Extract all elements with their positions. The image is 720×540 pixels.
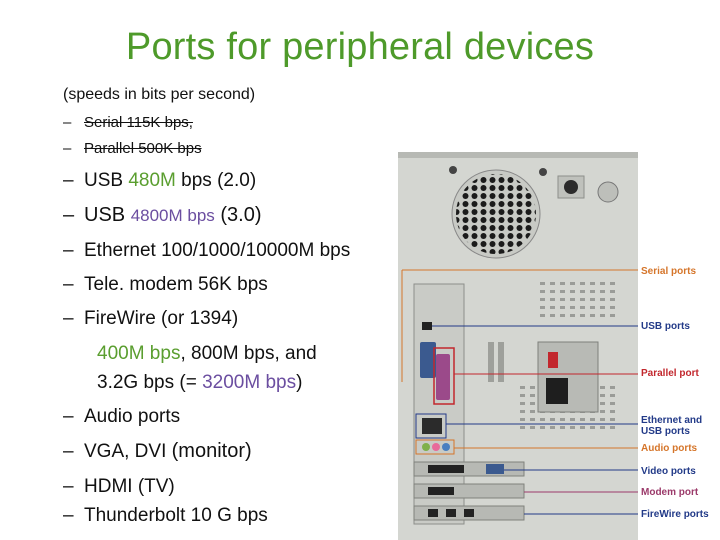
speed-units-note: (speeds in bits per second) [63, 86, 256, 103]
bullet-dash: – [63, 505, 74, 526]
bullet-dash: – [63, 240, 74, 261]
bullet-usb3: –USB 4800M bps (3.0) [63, 204, 262, 226]
bullet-dash: – [63, 114, 72, 131]
bullet-usb2: –USB 480M bps (2.0) [63, 170, 257, 191]
callout-ethernet-line2: USB ports [641, 426, 690, 437]
bullet-modem: –Tele. modem 56K bps [63, 274, 268, 295]
bullet-dash: – [63, 441, 74, 462]
bullet-dash: – [63, 204, 75, 226]
bullet-dash: – [63, 170, 74, 191]
callout-parallel-port: Parallel port [641, 368, 699, 379]
bullet-dash: – [63, 476, 74, 497]
bullet-dash: – [63, 406, 74, 427]
bullet-dash: – [63, 274, 74, 295]
bullet-audio: –Audio ports [63, 406, 181, 427]
bullet-parallel: –Parallel 500K bps [63, 140, 202, 157]
pc-back-panel-drawing [398, 152, 638, 540]
bullet-dash: – [63, 140, 72, 157]
callout-video-ports: Video ports [641, 466, 696, 477]
bullet-hdmi: –HDMI (TV) [63, 476, 175, 497]
slide-title: Ports for peripheral devices [125, 26, 595, 68]
bullet-firewire: –FireWire (or 1394) [63, 308, 239, 329]
callout-audio-ports: Audio ports [641, 443, 698, 454]
pc-back-panel-image [398, 152, 638, 540]
bullet-vga-dvi: –VGA, DVI (monitor) [63, 440, 252, 462]
callout-firewire-ports: FireWire ports [641, 509, 709, 520]
bullet-thunderbolt: –Thunderbolt 10 G bps [63, 505, 268, 526]
callout-serial-ports: Serial ports [641, 266, 697, 277]
firewire-speeds-line2: 3.2G bps (= 3200M bps) [97, 372, 303, 393]
bullet-serial: –Serial 115K bps, [63, 114, 193, 131]
callout-modem-port: Modem port [641, 487, 699, 498]
callout-usb-ports: USB ports [641, 321, 690, 332]
bullet-dash: – [63, 308, 74, 329]
bullet-ethernet: –Ethernet 100/1000/10000M bps [63, 240, 351, 261]
firewire-speeds-line1: 400M bps, 800M bps, and [97, 343, 317, 364]
callout-ethernet-line1: Ethernet and [641, 415, 703, 426]
